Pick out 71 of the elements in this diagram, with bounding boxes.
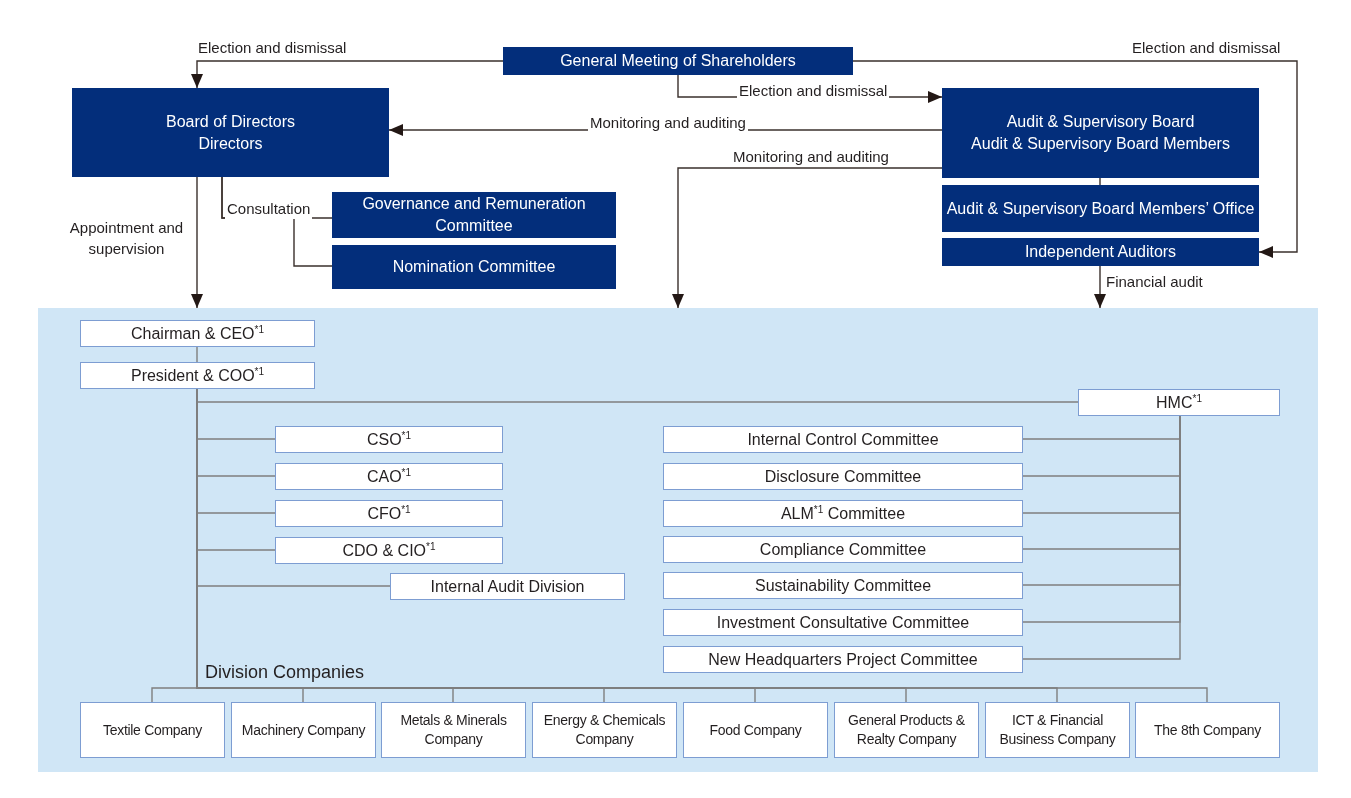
role-box [80, 362, 315, 389]
company-box [231, 702, 376, 758]
role-box [275, 426, 503, 453]
role-box [1078, 389, 1280, 416]
company-box [834, 702, 979, 758]
company-box [80, 702, 225, 758]
node-text: Sustainability Committee [753, 576, 933, 595]
node-text: Nomination Committee [391, 257, 557, 277]
node-text: Internal Control Committee [746, 430, 940, 449]
node-text: Food Company [708, 720, 803, 740]
governance-box [942, 88, 1259, 178]
arrow [852, 60, 1298, 258]
arrow [1094, 265, 1106, 309]
company-box [985, 702, 1130, 758]
group-band [38, 308, 1318, 772]
node-text: HMC$^{*1}$ [1155, 393, 1203, 412]
node-text: CFO$^{*1}$ [366, 504, 412, 523]
role-box [663, 463, 1023, 490]
node-text: Directors [197, 133, 264, 154]
role-box [663, 500, 1023, 527]
governance-box [942, 238, 1259, 266]
node-text: Governance and Remuneration Committee [361, 194, 587, 236]
node-text: Chairman & CEO$^{*1}$ [129, 324, 265, 343]
company-box [381, 702, 526, 758]
node-text: General Meeting of Shareholders [559, 51, 797, 71]
node-text: Audit & Supervisory Board Members [970, 134, 1231, 154]
node-text: Internal Audit Division [429, 577, 586, 596]
governance-box [942, 185, 1259, 232]
section-heading: Division Companies [205, 662, 365, 683]
role-box [663, 609, 1023, 636]
governance-box [332, 245, 616, 289]
node-text: General Products & Realty Company [847, 711, 966, 749]
node-text: Investment Consultative Committee [715, 613, 971, 632]
node-text: New Headquarters Project Committee [707, 650, 979, 669]
node-text: ALM$^{*1}$ Committee [779, 504, 907, 523]
node-text: Compliance Committee [758, 540, 928, 559]
role-box [80, 320, 315, 347]
company-box [1135, 702, 1280, 758]
node-text: The 8th Company [1153, 720, 1262, 740]
node-text: Disclosure Committee [763, 467, 923, 486]
arrow [191, 60, 504, 89]
role-box [275, 463, 503, 490]
node-text: CSO$^{*1}$ [365, 430, 413, 449]
node-text: CAO$^{*1}$ [365, 467, 413, 486]
node-text: Audit & Supervisory Board [1005, 112, 1196, 132]
node-text: Energy & Chemicals Company [542, 711, 667, 749]
node-text: CDO & CIO$^{*1}$ [341, 541, 437, 560]
node-text: President & COO$^{*1}$ [129, 366, 266, 385]
role-box [275, 537, 503, 564]
node-text: Independent Auditors [1023, 242, 1178, 262]
role-box [663, 572, 1023, 599]
role-box [663, 426, 1023, 453]
node-text: ICT & Financial Business Company [998, 711, 1117, 749]
connector-line [1099, 177, 1101, 186]
connector-line [196, 346, 198, 363]
role-box [390, 573, 625, 600]
node-text: Textile Company [102, 720, 203, 740]
governance-box [503, 47, 853, 75]
governance-box [72, 88, 389, 177]
company-box [532, 702, 677, 758]
governance-box [332, 192, 616, 238]
arrow [672, 167, 943, 309]
node-text: Machinery Company [240, 720, 367, 740]
arrow [191, 176, 203, 309]
node-text: Metals & Minerals Company [399, 711, 508, 749]
node-text: Audit & Supervisory Board Members’ Office [945, 198, 1256, 219]
role-box [275, 500, 503, 527]
role-box [663, 536, 1023, 563]
node-text: Board of Directors [165, 111, 296, 132]
company-box [683, 702, 828, 758]
role-box [663, 646, 1023, 673]
